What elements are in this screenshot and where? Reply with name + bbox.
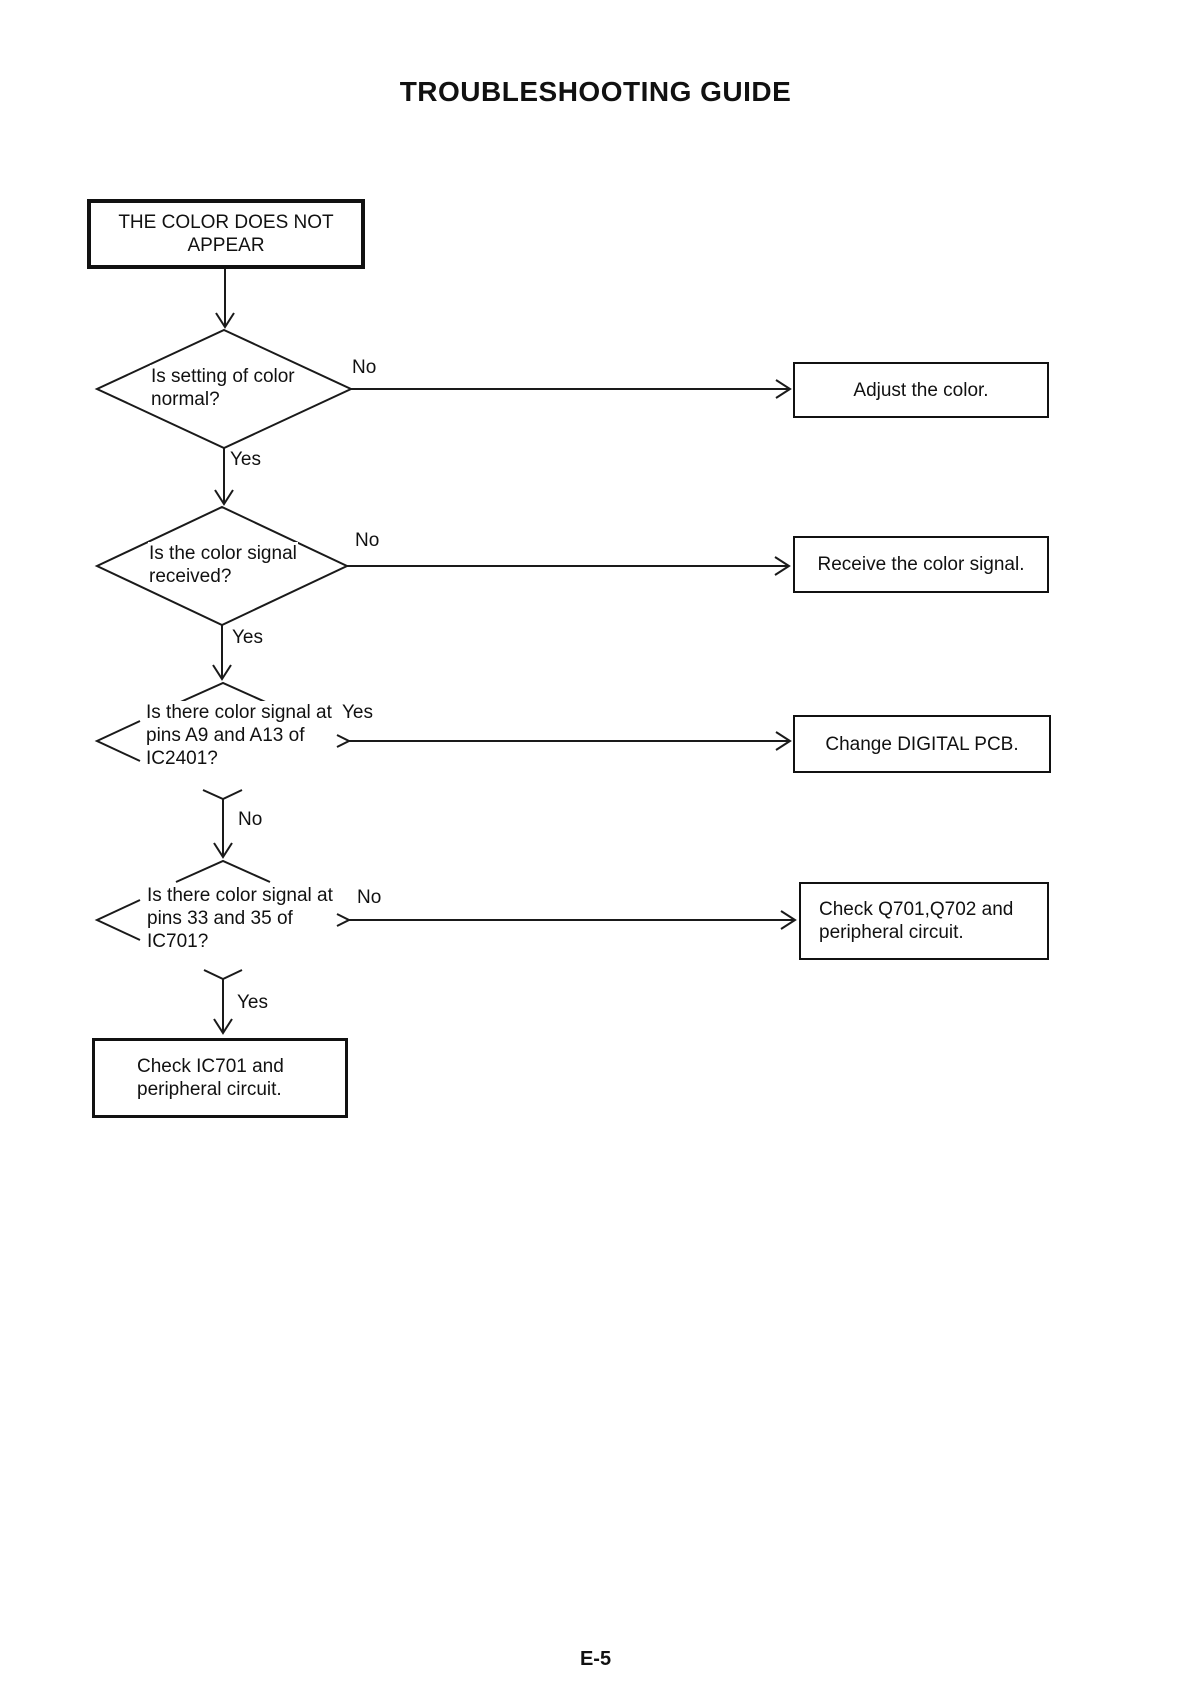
action-change-digital-pcb-text: Change DIGITAL PCB.: [825, 733, 1019, 755]
branch-label-d2-no: No: [355, 530, 380, 551]
arrowhead-right-a1: [775, 379, 792, 399]
end-node-line1: Check IC701 and: [137, 1056, 284, 1077]
decision-4-diamond-right: [336, 913, 352, 927]
decision-1-line1: Is setting of color: [150, 365, 296, 388]
page-number: E-5: [579, 1648, 612, 1670]
arrowhead-right-a3: [775, 731, 792, 751]
decision-2-text: Is the color signal received?: [148, 542, 298, 588]
decision-4-line2: pins 33 and 35 of: [146, 907, 294, 930]
end-node-line2: peripheral circuit.: [137, 1079, 282, 1100]
decision-3-text: Is there color signal at pins A9 and A13…: [145, 701, 333, 770]
arrowhead-down-d2: [214, 489, 234, 506]
decision-4-diamond-left: [94, 899, 141, 941]
action-check-q701-line1: Check Q701,Q702 and: [819, 899, 1014, 920]
decision-1-line2: normal?: [150, 388, 221, 411]
branch-label-d4-yes: Yes: [237, 992, 268, 1013]
action-box-check-q701-q702: Check Q701,Q702 and peripheral circuit.: [799, 882, 1049, 960]
branch-label-d3-no: No: [238, 809, 263, 830]
branch-label-d3-yes: Yes: [342, 702, 373, 723]
branch-label-d2-yes: Yes: [232, 627, 263, 648]
branch-label-d1-no: No: [352, 357, 377, 378]
end-node-check-ic701: Check IC701 and peripheral circuit.: [92, 1038, 348, 1118]
arrowhead-down-d4: [213, 842, 233, 859]
decision-2-line2: received?: [148, 565, 233, 588]
decision-4-text: Is there color signal at pins 33 and 35 …: [146, 884, 334, 953]
start-node: THE COLOR DOES NOT APPEAR: [87, 199, 365, 269]
arrowhead-right-a2: [774, 556, 791, 576]
action-adjust-color-text: Adjust the color.: [853, 379, 989, 401]
action-receive-signal-text: Receive the color signal.: [817, 554, 1025, 575]
decision-4-line3: IC701?: [146, 930, 210, 953]
action-check-q701-line2: peripheral circuit.: [819, 922, 964, 943]
start-node-line2: APPEAR: [187, 235, 265, 256]
decision-3-diamond-bottom: [202, 789, 243, 801]
arrowhead-down-end: [213, 1018, 233, 1035]
action-box-change-digital-pcb: Change DIGITAL PCB.: [793, 715, 1051, 773]
arrowhead-down-d1: [215, 312, 235, 329]
action-box-receive-signal: Receive the color signal.: [793, 536, 1049, 593]
decision-3-line3: IC2401?: [145, 747, 219, 770]
decision-3-diamond-left: [94, 720, 141, 762]
decision-2-line1: Is the color signal: [148, 542, 298, 565]
start-node-line1: THE COLOR DOES NOT: [118, 212, 334, 233]
decision-4-line1: Is there color signal at: [146, 884, 334, 907]
decision-3-line2: pins A9 and A13 of: [145, 724, 306, 747]
decision-3-diamond-right: [336, 734, 352, 748]
branch-label-d4-no: No: [357, 887, 382, 908]
page-title: TROUBLESHOOTING GUIDE: [399, 76, 792, 107]
decision-4-diamond-bottom: [203, 969, 243, 981]
decision-4-diamond-top: [175, 859, 271, 883]
decision-1-text: Is setting of color normal?: [150, 365, 296, 411]
branch-label-d1-yes: Yes: [230, 449, 261, 470]
action-box-adjust-color: Adjust the color.: [793, 362, 1049, 418]
decision-3-diamond-top: [175, 681, 271, 705]
arrowhead-down-d3: [212, 664, 232, 681]
decision-3-line1: Is there color signal at: [145, 701, 333, 724]
arrowhead-right-a4: [780, 910, 797, 930]
